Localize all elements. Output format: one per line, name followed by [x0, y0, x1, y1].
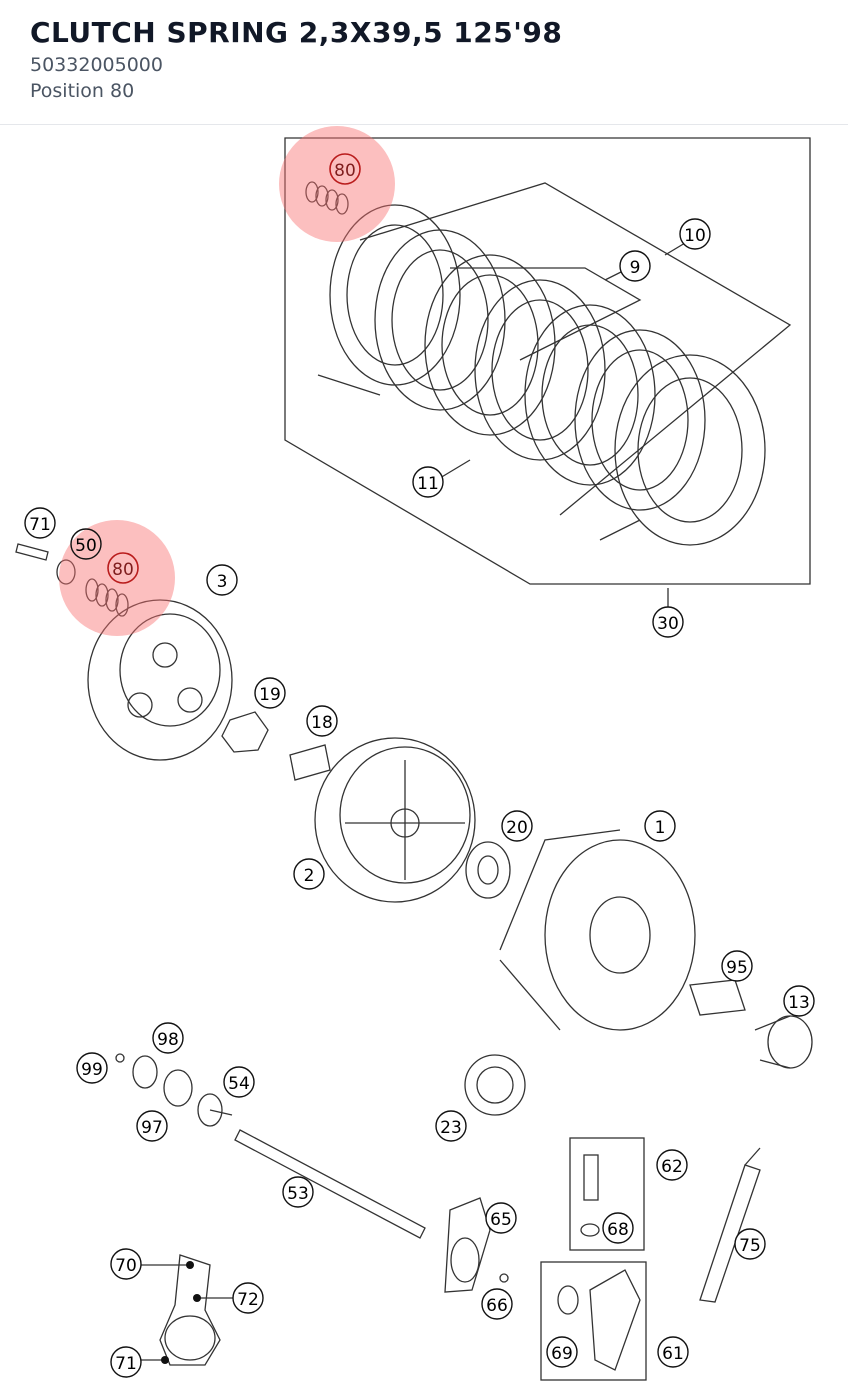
- callout-69[interactable]: 69: [546, 1336, 578, 1368]
- callout-80-top[interactable]: 80: [329, 153, 361, 185]
- svg-text:20: 20: [506, 818, 528, 838]
- callout-71-top[interactable]: 71: [24, 507, 56, 539]
- svg-text:69: 69: [551, 1344, 573, 1364]
- callout-72[interactable]: 72: [232, 1282, 264, 1314]
- svg-text:11: 11: [417, 474, 439, 494]
- svg-text:3: 3: [217, 572, 228, 592]
- exploded-parts-diagram: 80 10 9 11 30 71 50 80 3 19 18 20: [0, 126, 848, 1390]
- callout-13[interactable]: 13: [783, 985, 815, 1017]
- callout-3[interactable]: 3: [206, 564, 238, 596]
- callout-54[interactable]: 54: [223, 1066, 255, 1098]
- svg-text:97: 97: [141, 1118, 163, 1138]
- svg-text:95: 95: [726, 958, 748, 978]
- callout-62[interactable]: 62: [656, 1149, 688, 1181]
- part-position: Position 80: [30, 80, 135, 102]
- svg-text:13: 13: [788, 993, 810, 1013]
- lever-dots: [161, 1261, 201, 1364]
- callout-1[interactable]: 1: [644, 810, 676, 842]
- highlight-halo-left: [59, 520, 175, 636]
- callout-61[interactable]: 61: [657, 1336, 689, 1368]
- svg-text:10: 10: [684, 226, 706, 246]
- svg-text:66: 66: [486, 1296, 508, 1316]
- svg-text:1: 1: [655, 818, 666, 838]
- diagram-linework: [15, 137, 813, 1381]
- callout-70[interactable]: 70: [110, 1248, 142, 1280]
- svg-text:71: 71: [29, 515, 51, 535]
- svg-text:53: 53: [287, 1184, 309, 1204]
- part-title: CLUTCH SPRING 2,3X39,5 125'98: [30, 16, 563, 49]
- svg-text:99: 99: [81, 1060, 103, 1080]
- callout-50[interactable]: 50: [70, 528, 102, 560]
- svg-text:50: 50: [75, 536, 97, 556]
- svg-text:65: 65: [490, 1210, 512, 1230]
- svg-text:68: 68: [607, 1220, 629, 1240]
- svg-text:71: 71: [115, 1354, 137, 1374]
- part-number: 50332005000: [30, 54, 163, 76]
- callout-75[interactable]: 75: [734, 1228, 766, 1260]
- callout-99[interactable]: 99: [76, 1052, 108, 1084]
- callout-30[interactable]: 30: [652, 606, 684, 638]
- clutch-spring-left: [85, 578, 129, 617]
- callout-95[interactable]: 95: [721, 950, 753, 982]
- callout-68[interactable]: 68: [602, 1212, 634, 1244]
- svg-text:80: 80: [112, 560, 134, 580]
- callout-80-left[interactable]: 80: [107, 552, 139, 584]
- svg-text:62: 62: [661, 1157, 683, 1177]
- callout-97[interactable]: 97: [136, 1110, 168, 1142]
- svg-text:75: 75: [739, 1236, 761, 1256]
- callout-53[interactable]: 53: [282, 1176, 314, 1208]
- svg-text:23: 23: [440, 1118, 462, 1138]
- callout-18[interactable]: 18: [306, 705, 338, 737]
- svg-text:54: 54: [228, 1074, 250, 1094]
- callout-10[interactable]: 10: [679, 218, 711, 250]
- svg-text:30: 30: [657, 614, 679, 634]
- callout-65[interactable]: 65: [485, 1202, 517, 1234]
- clutch-spring-top: [305, 181, 349, 215]
- svg-text:2: 2: [304, 866, 315, 886]
- svg-text:72: 72: [237, 1290, 259, 1310]
- callout-20[interactable]: 20: [501, 810, 533, 842]
- callout-23[interactable]: 23: [435, 1110, 467, 1142]
- clutch-exploded-view: 80 10 9 11 30 71 50 80 3 19 18 20: [15, 126, 815, 1381]
- svg-text:19: 19: [259, 685, 281, 705]
- highlight-halo-top: [279, 126, 395, 242]
- callout-66[interactable]: 66: [481, 1288, 513, 1320]
- svg-text:18: 18: [311, 713, 333, 733]
- callout-9[interactable]: 9: [619, 250, 651, 282]
- callout-98[interactable]: 98: [152, 1022, 184, 1054]
- clutch-disc-stack: [329, 204, 766, 546]
- svg-text:80: 80: [334, 161, 356, 181]
- part-header: CLUTCH SPRING 2,3X39,5 125'98 5033200500…: [0, 0, 848, 125]
- callout-11[interactable]: 11: [412, 466, 444, 498]
- svg-text:9: 9: [630, 258, 641, 278]
- callout-19[interactable]: 19: [254, 677, 286, 709]
- callout-2[interactable]: 2: [293, 858, 325, 890]
- svg-text:98: 98: [157, 1030, 179, 1050]
- svg-text:61: 61: [662, 1344, 684, 1364]
- callout-71-bottom[interactable]: 71: [110, 1346, 142, 1378]
- svg-text:70: 70: [115, 1256, 137, 1276]
